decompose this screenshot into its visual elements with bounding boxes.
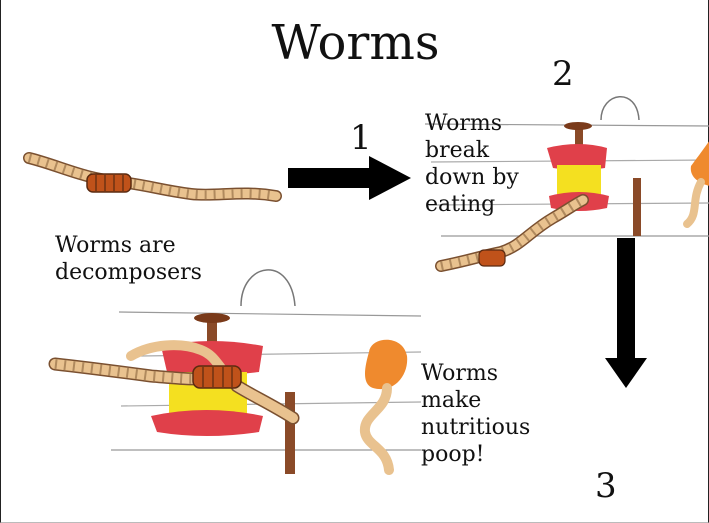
caption-poop: Worms make nutritious poop! [421,360,530,468]
step-1-number: 1 [350,118,372,158]
step-3-number: 3 [595,466,617,506]
caption-decomposers: Worms are decomposers [55,232,202,286]
caption-break-down: Worms break down by eating [425,110,519,218]
step-2-number: 2 [552,54,574,94]
